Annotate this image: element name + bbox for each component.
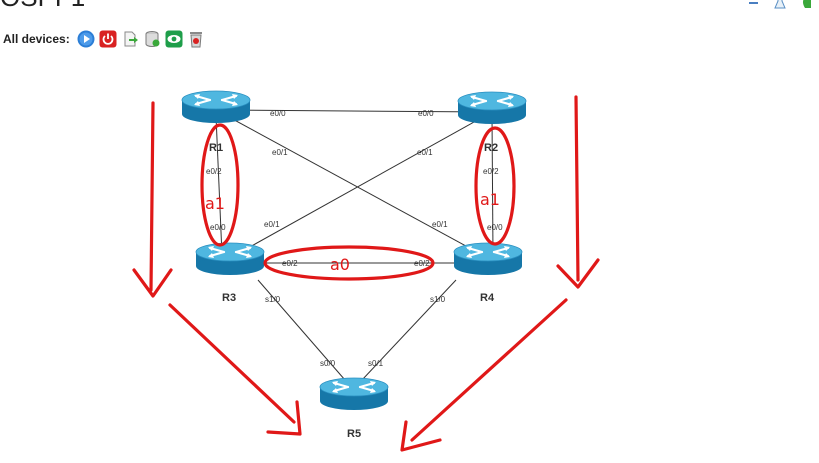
devices-toolbar: All devices: (3, 30, 205, 48)
port-label: e0/2 (206, 167, 222, 176)
port-label: s1/0 (430, 295, 446, 304)
port-label: e0/0 (487, 223, 503, 232)
port-label: e0/1 (417, 148, 433, 157)
power-icon (99, 30, 117, 48)
router-icon (318, 376, 390, 412)
eye-icon (165, 30, 183, 48)
stop-all-button[interactable] (99, 30, 117, 48)
port-labels: e0/0 e0/0 e0/1 e0/1 e0/1 e0/1 e0/2 e0/0 … (206, 109, 503, 368)
router-icon (452, 241, 524, 277)
arrow-left-shaft (149, 101, 155, 292)
router-r5[interactable]: R5 (318, 376, 390, 440)
router-r2[interactable]: R2 (456, 90, 528, 154)
wipe-button[interactable] (143, 30, 161, 48)
area-label-left: a1 (205, 194, 225, 213)
top-right-icons (741, 0, 819, 10)
link-r1-r4[interactable] (215, 109, 489, 259)
annotations (132, 95, 600, 452)
export-icon (124, 31, 138, 47)
port-label: s1/0 (265, 295, 281, 304)
arrow-bottom-left-shaft (168, 303, 296, 424)
area-ellipse-middle (263, 245, 435, 281)
play-icon (77, 30, 95, 48)
port-label: s0/1 (368, 359, 384, 368)
link-r1-r3[interactable] (215, 115, 223, 256)
arrow-bottom-left-head (266, 400, 302, 436)
trash-icon (189, 32, 202, 48)
router-r3[interactable]: R3 (194, 241, 266, 304)
link-r4-r5[interactable] (361, 279, 457, 381)
area-ellipse-left (200, 123, 240, 247)
export-config-button[interactable] (121, 30, 139, 48)
router-r1[interactable]: R1 (180, 89, 252, 154)
port-label: e0/0 (270, 109, 286, 118)
database-icon (145, 31, 160, 47)
arrow-bottom-right-head (400, 420, 442, 452)
view-button[interactable] (165, 30, 183, 48)
leaf-icon[interactable] (801, 0, 819, 10)
area-label-right: a1 (480, 190, 500, 209)
arrow-left-head (132, 268, 173, 298)
list-icon[interactable] (741, 0, 759, 10)
area-label-middle: a0 (330, 255, 350, 274)
start-all-button[interactable] (77, 30, 95, 48)
port-label: e0/0 (210, 223, 226, 232)
link-r3-r5[interactable] (257, 279, 346, 381)
arrow-right-head (556, 258, 600, 289)
flask-icon[interactable] (771, 0, 789, 10)
link-r2-r3[interactable] (229, 111, 493, 259)
node-label: R1 (209, 142, 223, 154)
port-label: e0/2 (483, 167, 499, 176)
page-title: OSPF1 (0, 0, 85, 13)
arrow-right-shaft (574, 95, 580, 282)
node-label: R2 (484, 142, 498, 154)
port-label: s0/0 (320, 359, 336, 368)
toolbar-label: All devices: (3, 32, 70, 46)
node-label: R3 (222, 292, 236, 304)
node-label: R5 (347, 428, 361, 440)
port-label: e0/2 (414, 259, 430, 268)
port-label: e0/1 (272, 148, 288, 157)
port-label: e0/0 (418, 109, 434, 118)
port-label: e0/2 (282, 259, 298, 268)
router-icon (194, 241, 266, 277)
area-ellipse-right (474, 126, 516, 246)
node-label: R4 (480, 292, 495, 304)
links (215, 109, 494, 381)
port-label: e0/1 (264, 220, 280, 229)
arrow-bottom-right-shaft (410, 298, 568, 442)
delete-button[interactable] (187, 30, 205, 48)
link-r1-r2[interactable] (215, 109, 493, 113)
router-r4[interactable]: R4 (452, 241, 524, 304)
router-icon (180, 89, 252, 125)
port-label: e0/1 (432, 220, 448, 229)
link-r2-r4[interactable] (491, 115, 494, 256)
router-icon (456, 90, 528, 126)
